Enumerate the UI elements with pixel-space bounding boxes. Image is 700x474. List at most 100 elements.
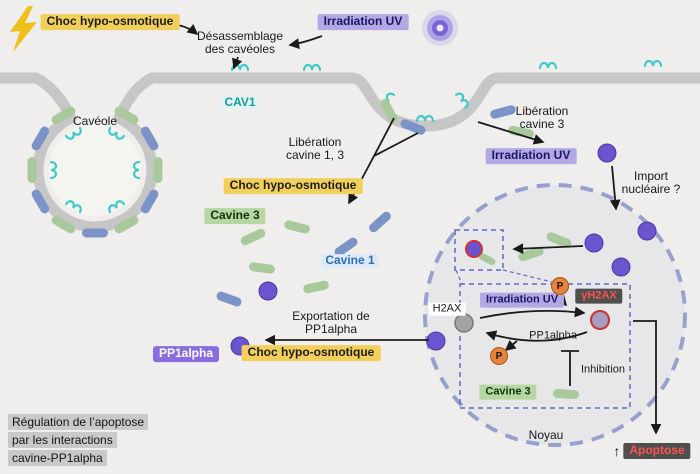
cavin-rod [82,228,108,238]
label-choc-hypo-mid: Choc hypo-osmotique [223,178,363,194]
cav1-squiggle [643,59,663,68]
uv-source-icon [422,10,458,46]
arrow-phosphate-release [504,340,518,352]
arrow-liberation-cavine3 [477,121,545,145]
label-cavine3: Cavine 3 [204,208,266,224]
label-caveole: Cavéole [72,114,118,129]
cav1-squiggle [132,160,141,180]
label-gh2ax: γH2AX [575,288,623,304]
cavine3-rod-small [478,252,496,266]
label-choc-hypo-top: Choc hypo-osmotique [40,14,180,30]
caption-line3: cavine-PP1alpha [8,450,107,466]
cavine3-rod [284,220,310,234]
cavin-rod [140,189,159,214]
label-cavine1: Cavine 1 [321,253,379,268]
cavin-rod [27,157,37,183]
text-import-line2: nucléaire ? [621,182,681,197]
cav1-squiggle [455,92,469,109]
text-pp1alpha-enzyme: PP1alpha [529,329,577,342]
pp1alpha-molecule [258,281,278,301]
caveola-cavin-coat [27,106,163,238]
cavin-rod [153,157,163,183]
cavin-rod [140,126,159,151]
nucleus [423,183,687,447]
cavine3-rod [249,262,275,274]
gh2ax-molecule [590,310,610,330]
cavine1-rod [334,237,358,257]
cavine3-rod [303,280,329,294]
cavine3-rod [546,232,572,248]
text-disassembly-line2: des cavéoles [204,42,276,57]
cav1-squiggle [64,200,82,214]
cavine3-rod [240,228,266,246]
cavine1-rod [400,119,426,135]
pp1alpha-molecule [637,221,657,241]
cavine3-rod [508,125,534,139]
figure-caption: Régulation de l’apoptose par les interac… [8,413,149,467]
arrow-uv-to-disassembly [288,35,323,49]
cavin-rod [51,215,76,234]
label-pp1alpha-badge: PP1alpha [152,346,220,362]
caveola-interior [49,124,141,216]
cav1-squiggle [538,61,558,70]
cavine1-rod [490,105,516,119]
arrow-to-complex [512,243,584,254]
cavin-rod [114,215,139,234]
caption-line2: par les interactions [8,432,117,448]
label-apoptose: Apoptose [623,443,691,459]
uv-glow-core [436,24,444,32]
label-cavine3-nucleus: Cavine 3 [479,384,537,400]
pp1alpha-molecule [611,257,631,277]
cav1-squiggle [49,160,58,180]
text-export-line2: PP1alpha [304,322,358,337]
h2ax-molecule [454,313,474,333]
label-irradiation-uv-right: Irradiation UV [485,148,577,164]
cav1-squiggle [415,114,435,123]
arrow-disassembly-to-membrane [232,56,243,70]
arrow-nuclear-import [609,165,621,211]
text-liberation3-line2: cavine 3 [519,117,565,132]
pp1alpha-molecule [426,331,446,351]
label-noyau: Noyau [528,428,564,443]
cavine1-rod [216,291,242,307]
cavin-rod [51,106,76,125]
zoom-box-large [459,283,631,409]
text-import-line1: Import [633,169,669,184]
released-cavins [216,98,579,400]
text-disassembly-line1: Désassemblage [196,29,284,44]
cav1-squiggle [302,63,322,72]
cavin-rod [31,189,50,214]
cav1-squiggle [108,200,126,214]
caveola-membrane [32,112,158,233]
cav1-squiggle [64,126,82,140]
zoom-link-line [502,269,561,285]
plasma-membrane-main [113,72,700,132]
arrow-fork-line [373,132,419,157]
arrow-phosphorylation [479,306,586,319]
cav1-squiggle [108,126,126,140]
cavine3-rod [553,388,579,400]
pp1alpha-molecule [584,233,604,253]
cavine3-rod [518,246,544,262]
arrow-to-apoptosis [633,320,662,435]
phosphate-molecule: P [551,277,569,295]
arrow-dephosphorylation [485,330,588,342]
label-h2ax: H2AX [428,302,466,316]
arrow-fork-line [373,117,395,157]
text-liberation13-line2: cavine 1, 3 [285,148,345,163]
apoptosis-up-arrow: ↑ [613,442,621,459]
lightning-icon [10,6,37,52]
cavine1-rod [369,211,391,233]
pp1alpha-molecules [230,143,657,356]
pp1alpha-gh2ax-complex [465,240,483,258]
zoom-box-small [454,229,504,271]
text-export-line1: Exportation de [292,309,370,324]
label-irradiation-uv-nucleus: Irradiation UV [479,292,565,308]
cavin-rod [114,106,139,125]
text-liberation3-line1: Libération [515,104,569,119]
cavin-rod [31,126,50,151]
label-choc-hypo-export: Choc hypo-osmotique [241,345,381,361]
zoom-link-line [455,269,463,285]
